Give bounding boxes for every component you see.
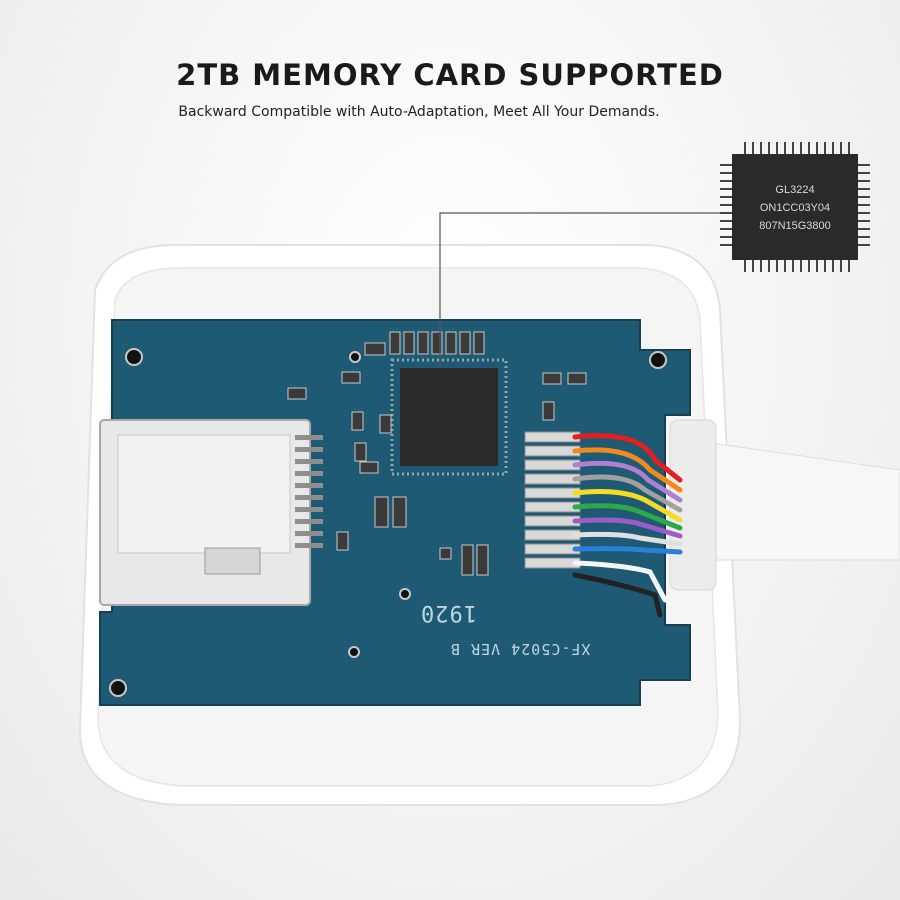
usb-cable — [689, 439, 900, 561]
chip-label-line1: GL3224 — [775, 184, 815, 196]
headline: 2TB MEMORY CARD SUPPORTED — [176, 58, 724, 92]
chip-label-line3: 807N15G3800 — [759, 220, 831, 232]
controller-ic — [400, 368, 498, 466]
cable-strain-relief — [669, 419, 717, 591]
subline: Backward Compatible with Auto-Adaptation… — [178, 104, 660, 120]
chip-label-line2: ON1CC03Y04 — [759, 202, 831, 214]
callout-line — [439, 212, 730, 365]
board-date-code: 1920 — [420, 600, 477, 625]
board-model-label: XF-C5024 VER B — [450, 640, 591, 658]
chip-closeup — [720, 142, 870, 272]
